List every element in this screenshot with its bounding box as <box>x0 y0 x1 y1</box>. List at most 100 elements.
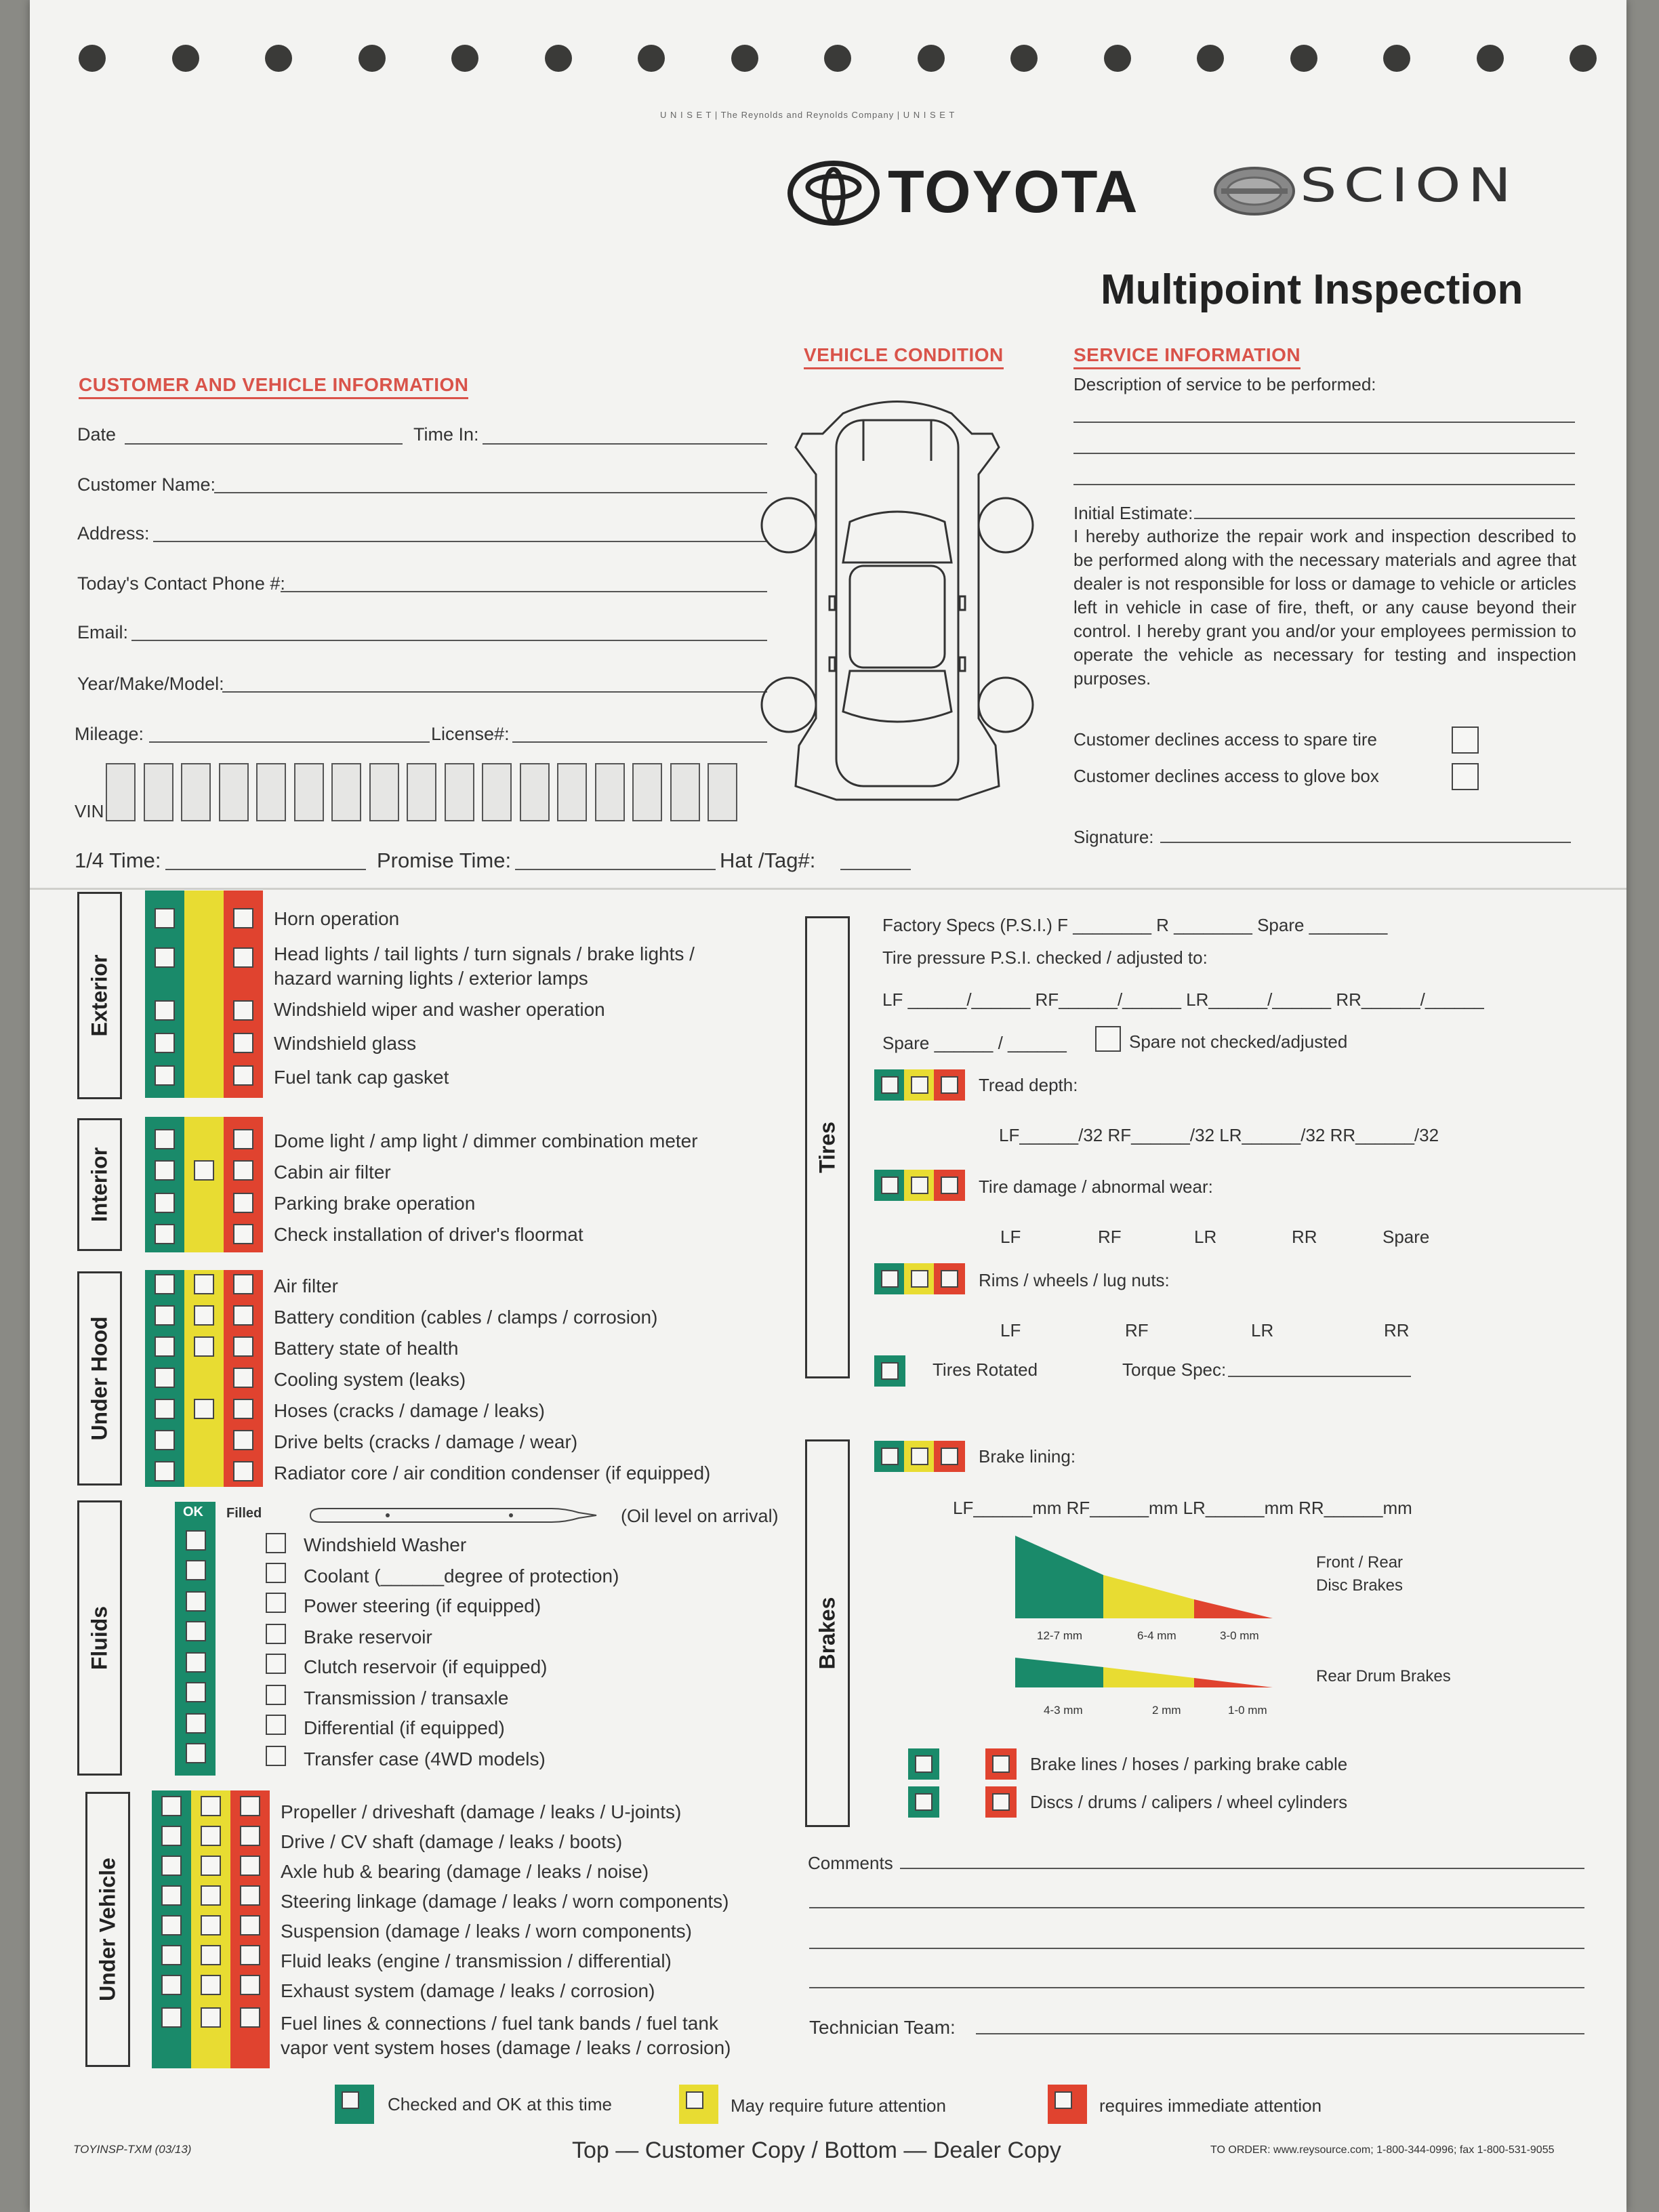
underhood-checkbox[interactable] <box>233 1305 253 1326</box>
fluids-ok-checkbox[interactable] <box>186 1743 206 1763</box>
spare-not-checked-checkbox[interactable] <box>1095 1026 1121 1052</box>
tire-damage-ok-box[interactable] <box>874 1170 905 1201</box>
vin-character-box[interactable] <box>594 763 625 821</box>
undervehicle-checkbox[interactable] <box>161 1915 182 1936</box>
underhood-checkbox[interactable] <box>155 1461 175 1481</box>
interior-checkbox[interactable] <box>155 1160 175 1181</box>
interior-checkbox[interactable] <box>194 1160 214 1181</box>
undervehicle-checkbox[interactable] <box>240 2007 260 2028</box>
estimate-field[interactable] <box>1194 518 1575 519</box>
tread-ok-box[interactable] <box>874 1069 905 1101</box>
license-field[interactable] <box>512 741 767 743</box>
exterior-checkbox[interactable] <box>155 1065 175 1086</box>
interior-checkbox[interactable] <box>233 1224 253 1244</box>
discs-immediate-box[interactable] <box>985 1786 1017 1818</box>
underhood-checkbox[interactable] <box>194 1305 214 1326</box>
exterior-checkbox[interactable] <box>233 1000 253 1021</box>
brake-lines-immediate-box[interactable] <box>985 1748 1017 1780</box>
exterior-checkbox[interactable] <box>233 908 253 928</box>
ymm-field[interactable] <box>222 691 767 693</box>
fluids-filled-checkbox[interactable] <box>266 1533 286 1553</box>
customer-name-field[interactable] <box>214 492 767 493</box>
vin-character-box[interactable] <box>181 763 211 821</box>
underhood-checkbox[interactable] <box>233 1274 253 1294</box>
exterior-checkbox[interactable] <box>155 947 175 968</box>
tread-row[interactable]: LF______/32 RF______/32 LR______/32 RR__… <box>999 1125 1439 1145</box>
underhood-checkbox[interactable] <box>155 1336 175 1357</box>
fluids-filled-checkbox[interactable] <box>266 1685 286 1705</box>
vin-character-box[interactable] <box>444 763 474 821</box>
exterior-checkbox[interactable] <box>155 1000 175 1021</box>
undervehicle-checkbox[interactable] <box>201 1796 221 1816</box>
undervehicle-checkbox[interactable] <box>201 1915 221 1936</box>
address-field[interactable] <box>153 541 767 542</box>
underhood-checkbox[interactable] <box>155 1305 175 1326</box>
vin-character-box[interactable] <box>519 763 550 821</box>
comments-line-3[interactable] <box>809 1948 1584 1949</box>
interior-checkbox[interactable] <box>155 1224 175 1244</box>
rotated-ok-box[interactable] <box>874 1355 905 1387</box>
undervehicle-checkbox[interactable] <box>240 1796 260 1816</box>
comments-line-2[interactable] <box>809 1907 1584 1908</box>
fluids-ok-checkbox[interactable] <box>186 1591 206 1612</box>
fluids-filled-checkbox[interactable] <box>266 1715 286 1735</box>
underhood-checkbox[interactable] <box>194 1399 214 1419</box>
service-description-line-3[interactable] <box>1073 484 1575 485</box>
signature-field[interactable] <box>1160 842 1571 843</box>
underhood-checkbox[interactable] <box>155 1399 175 1419</box>
vin-character-box[interactable] <box>557 763 587 821</box>
undervehicle-checkbox[interactable] <box>201 2007 221 2028</box>
vin-character-box[interactable] <box>407 763 436 821</box>
tread-immediate-box[interactable] <box>934 1069 965 1101</box>
date-field[interactable] <box>125 443 403 445</box>
undervehicle-checkbox[interactable] <box>240 1856 260 1876</box>
decline-glove-checkbox[interactable] <box>1452 763 1479 790</box>
interior-checkbox[interactable] <box>155 1129 175 1149</box>
interior-checkbox[interactable] <box>233 1160 253 1181</box>
time-in-field[interactable] <box>483 443 767 445</box>
rims-immediate-box[interactable] <box>934 1263 965 1294</box>
exterior-checkbox[interactable] <box>233 947 253 968</box>
vin-character-box[interactable] <box>256 763 286 821</box>
brake-lining-row[interactable]: LF______mm RF______mm LR______mm RR_____… <box>953 1498 1412 1518</box>
interior-checkbox[interactable] <box>233 1129 253 1149</box>
undervehicle-checkbox[interactable] <box>201 1945 221 1965</box>
exterior-checkbox[interactable] <box>155 908 175 928</box>
technician-field[interactable] <box>976 2033 1584 2034</box>
vin-character-box[interactable] <box>369 763 399 821</box>
undervehicle-checkbox[interactable] <box>240 1885 260 1906</box>
spare-row[interactable]: Spare ______ / ______ <box>882 1033 1067 1053</box>
tire-damage-immediate-box[interactable] <box>934 1170 965 1201</box>
vin-character-box[interactable] <box>218 763 249 821</box>
undervehicle-checkbox[interactable] <box>161 1796 182 1816</box>
undervehicle-checkbox[interactable] <box>161 1885 182 1906</box>
fluids-filled-checkbox[interactable] <box>266 1624 286 1644</box>
comments-line-4[interactable] <box>809 1987 1584 1988</box>
vin-character-box[interactable] <box>143 763 173 821</box>
underhood-checkbox[interactable] <box>233 1430 253 1450</box>
fluids-ok-checkbox[interactable] <box>186 1652 206 1673</box>
fluids-ok-checkbox[interactable] <box>186 1621 206 1641</box>
service-description-line-1[interactable] <box>1073 422 1575 423</box>
underhood-checkbox[interactable] <box>194 1274 214 1294</box>
fluids-ok-checkbox[interactable] <box>186 1682 206 1702</box>
underhood-checkbox[interactable] <box>233 1368 253 1388</box>
brake-lines-ok-box[interactable] <box>908 1748 939 1780</box>
undervehicle-checkbox[interactable] <box>161 1945 182 1965</box>
underhood-checkbox[interactable] <box>155 1274 175 1294</box>
vehicle-diagram[interactable] <box>755 393 1040 806</box>
undervehicle-checkbox[interactable] <box>161 1975 182 1995</box>
vin-character-box[interactable] <box>293 763 324 821</box>
underhood-checkbox[interactable] <box>155 1430 175 1450</box>
undervehicle-checkbox[interactable] <box>201 1856 221 1876</box>
fluids-filled-checkbox[interactable] <box>266 1654 286 1674</box>
email-field[interactable] <box>131 640 767 641</box>
tread-future-box[interactable] <box>904 1069 935 1101</box>
fluids-filled-checkbox[interactable] <box>266 1746 286 1766</box>
undervehicle-checkbox[interactable] <box>201 1826 221 1846</box>
undervehicle-checkbox[interactable] <box>240 1826 260 1846</box>
mileage-field[interactable] <box>149 741 430 743</box>
tire-damage-future-box[interactable] <box>904 1170 935 1201</box>
undervehicle-checkbox[interactable] <box>240 1975 260 1995</box>
fluids-filled-checkbox[interactable] <box>266 1563 286 1583</box>
